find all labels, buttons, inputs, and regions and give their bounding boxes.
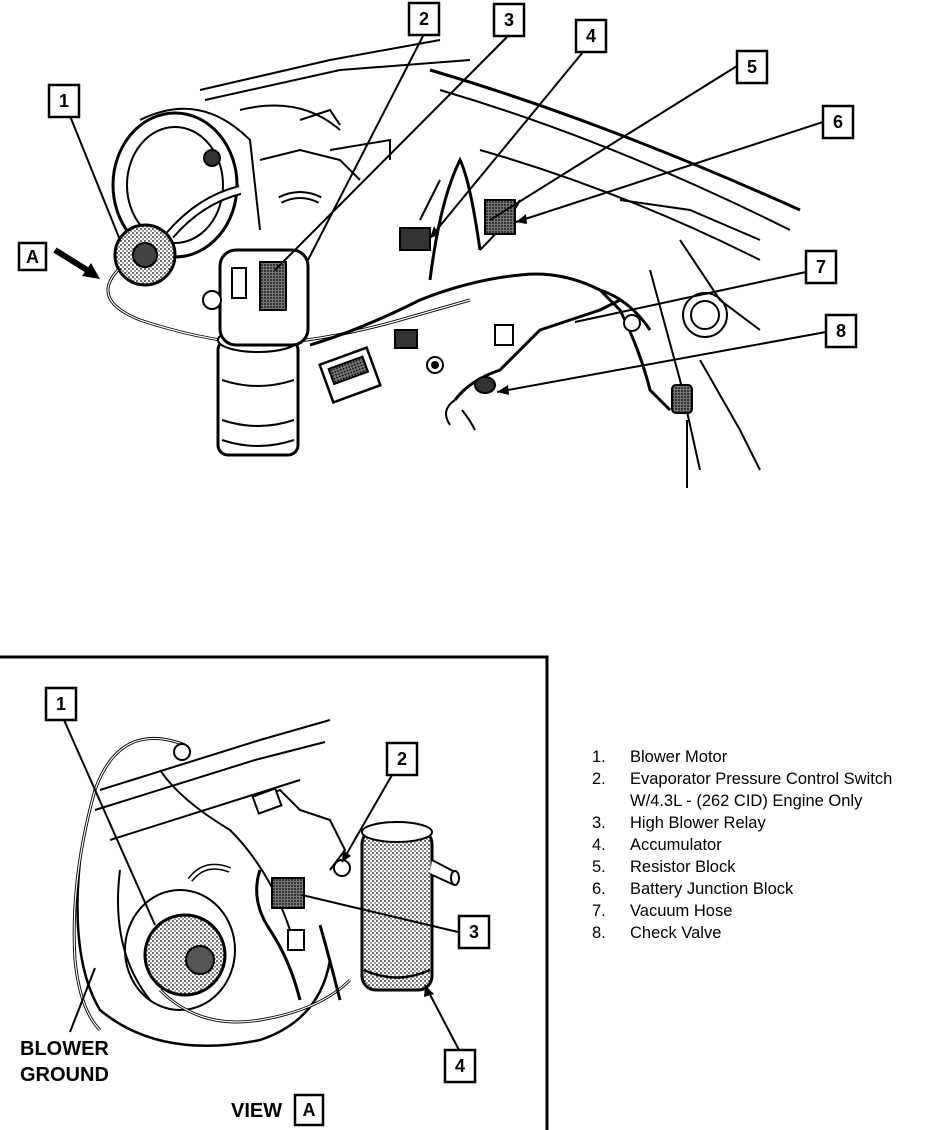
view-letter: A [303, 1100, 316, 1120]
inset-illustration [72, 719, 460, 1047]
main-callout-4: 4 [574, 18, 608, 54]
callout-number: 7 [816, 257, 826, 277]
legend-text: Resistor Block [630, 858, 736, 876]
view-a-letter: A [26, 247, 39, 267]
inset-leader-lines [63, 719, 460, 1051]
callout-number: 1 [59, 91, 69, 111]
callout-number: 3 [469, 922, 479, 942]
main-callout-8: 8 [824, 313, 858, 349]
inset-callout-2: 2 [385, 741, 419, 777]
inset-callout-1: 1 [44, 686, 78, 722]
legend-text: High Blower Relay [630, 814, 766, 832]
legend-text: Accumulator [630, 836, 722, 854]
view-label: VIEW [231, 1100, 282, 1122]
blower-ground-label-line2: GROUND [20, 1064, 109, 1086]
main-callout-6: 6 [821, 104, 855, 140]
legend-item-8: 8. Check Valve [592, 922, 942, 944]
legend-text: Evaporator Pressure Control Switch [630, 770, 893, 788]
callout-number: 4 [586, 26, 596, 46]
main-callout-7: 7 [804, 249, 838, 285]
view-letter-box: A [293, 1093, 325, 1127]
legend-item-2-continuation: W/4.3L - (262 CID) Engine Only [630, 792, 863, 810]
legend-text: Check Valve [630, 924, 722, 942]
main-illustration [106, 39, 801, 488]
main-callout-3: 3 [492, 2, 526, 38]
legend-number: 4. [592, 836, 606, 854]
callout-number: 3 [504, 10, 514, 30]
arrow-icon [82, 263, 100, 279]
legend-number: 2. [592, 770, 606, 788]
callout-number: 8 [836, 321, 846, 341]
legend-number: 6. [592, 880, 606, 898]
callout-number: 2 [397, 749, 407, 769]
legend-number: 8. [592, 924, 606, 942]
legend-text: Blower Motor [630, 748, 728, 766]
callout-number: 6 [833, 112, 843, 132]
legend-item-1: 1. Blower Motor [592, 746, 942, 768]
legend-item-6: 6. Battery Junction Block [592, 878, 942, 900]
inset-frame [0, 655, 549, 1130]
legend-text: Battery Junction Block [630, 880, 794, 898]
callout-number: 4 [455, 1056, 465, 1076]
main-callout-2: 2 [407, 1, 441, 37]
legend-item-7: 7. Vacuum Hose [592, 900, 942, 922]
view-a-marker: A [17, 241, 100, 279]
legend-item-4: 4. Accumulator [592, 834, 942, 856]
main-callout-1: 1 [47, 83, 81, 119]
legend-text: Vacuum Hose [630, 902, 733, 920]
main-leader-lines [69, 33, 827, 395]
legend-item-3: 3. High Blower Relay [592, 812, 942, 834]
callout-number: 5 [747, 57, 757, 77]
legend-number: 3. [592, 814, 606, 832]
inset-callout-3: 3 [457, 914, 491, 950]
callout-number: 1 [56, 694, 66, 714]
callout-number: 2 [419, 9, 429, 29]
legend-number: 7. [592, 902, 606, 920]
inset-callout-4: 4 [443, 1048, 477, 1084]
legend-item-2: 2. Evaporator Pressure Control Switch [592, 768, 942, 790]
legend-number: 1. [592, 748, 606, 766]
main-callout-5: 5 [735, 49, 769, 85]
legend-item-5: 5. Resistor Block [592, 856, 942, 878]
parts-legend: 1. Blower Motor 2. Evaporator Pressure C… [592, 746, 942, 944]
blower-ground-label-line1: BLOWER [20, 1038, 109, 1060]
legend-number: 5. [592, 858, 606, 876]
